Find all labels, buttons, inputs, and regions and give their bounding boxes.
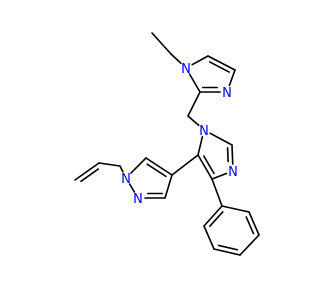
bond-nP1-nP2 xyxy=(128,183,136,193)
bond-ph3-ph4-second-line xyxy=(217,244,239,251)
bond-ethC1-nI1 xyxy=(170,53,182,65)
bond-cC4-cC5-second-line xyxy=(203,155,215,175)
bond-al2-al3 xyxy=(74,162,100,181)
bond-al2-al3-second-line xyxy=(80,168,100,183)
nitrogen-atom-label: N xyxy=(133,192,143,207)
bond-ph2-ph3 xyxy=(203,225,215,250)
bond-ph3-ph4 xyxy=(213,248,241,256)
nitrogen-atom-label: N xyxy=(181,62,191,77)
bond-cC4-ph1 xyxy=(211,178,223,207)
bond-pyC4-pyC5 xyxy=(145,157,173,176)
bond-cC5-nC1 xyxy=(197,136,204,156)
bond-ph1-ph2 xyxy=(203,205,223,227)
bond-pyC5-nP1 xyxy=(130,157,147,174)
nitrogen-atom-label: N xyxy=(121,172,131,187)
bond-cI5-cI4 xyxy=(207,55,236,71)
bond-cI2-nI1 xyxy=(188,73,201,93)
bond-cC5-pyC4 xyxy=(171,154,199,176)
bond-ph5-ph6-second-line xyxy=(245,216,255,235)
bond-cI2-ch2 xyxy=(187,91,201,117)
bond-al1-al2 xyxy=(98,162,121,167)
bond-nP1-al1 xyxy=(119,165,124,173)
bond-ph6-ph1 xyxy=(221,205,250,213)
bond-nI1-cI5 xyxy=(191,55,209,66)
bond-pyC3-pyC4 xyxy=(164,174,173,199)
bond-ch2-nC1 xyxy=(187,115,200,127)
bond-cC2-nC3 xyxy=(231,144,234,165)
bond-pyC4-pyC5-second-line xyxy=(146,163,167,178)
bond-ph5-ph6 xyxy=(248,211,260,236)
bond-cC4-cC5 xyxy=(197,154,213,180)
nitrogen-atom-label: N xyxy=(222,86,232,101)
bond-ph1-ph2-second-line xyxy=(209,211,224,228)
bond-cC2-nC3-second-line xyxy=(226,147,229,163)
bond-ph4-ph5 xyxy=(239,234,260,256)
bond-ethC2-ethC1 xyxy=(151,32,172,55)
bond-nC3-cC4 xyxy=(211,172,228,180)
bond-cI5-cI4-second-line xyxy=(208,61,230,73)
bond-nC1-cC2 xyxy=(209,132,233,146)
nitrogen-atom-label: N xyxy=(228,165,238,180)
bond-cI4-nI3 xyxy=(228,69,236,87)
nitrogen-atom-label: N xyxy=(199,124,209,139)
